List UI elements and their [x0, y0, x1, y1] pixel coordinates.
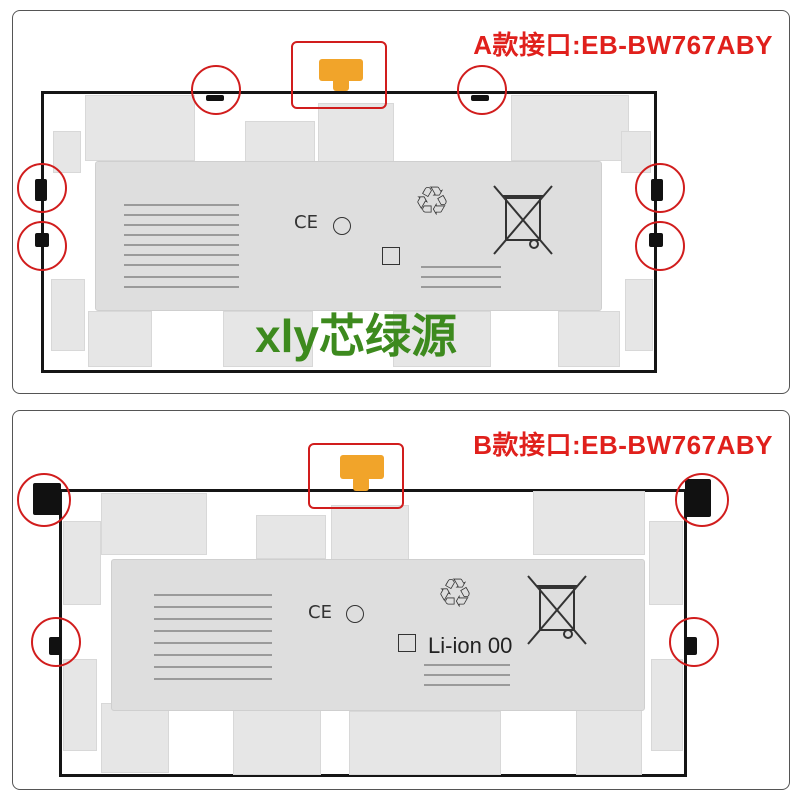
clip-highlight	[635, 163, 685, 213]
bottom-rail	[59, 774, 687, 777]
clip-highlight	[17, 163, 67, 213]
crossed-bin-icon	[527, 575, 587, 645]
pad	[256, 515, 326, 559]
panel-a-title: A款接口:EB-BW767ABY	[473, 30, 773, 60]
bottom-rail	[41, 370, 657, 373]
pad	[649, 521, 683, 605]
flex-cable	[353, 477, 369, 491]
clip-highlight	[17, 473, 71, 527]
pad	[245, 121, 315, 163]
watermark: xly芯绿源	[255, 310, 457, 362]
pad	[85, 95, 195, 161]
pad	[233, 707, 321, 775]
pad	[331, 505, 409, 563]
battery-panel-a: A款接口:EB-BW767ABY CE ♲	[12, 10, 790, 394]
panel-b-title: B款接口:EB-BW767ABY	[473, 430, 773, 460]
recycle-icon: ♲	[414, 179, 450, 225]
pad	[63, 659, 97, 751]
top-rail	[59, 489, 687, 492]
battery-label: CE Li-ion 00 ♲	[111, 559, 645, 711]
pad	[63, 521, 101, 605]
clip-highlight	[191, 65, 241, 115]
connector-highlight	[308, 443, 404, 509]
pad	[625, 279, 653, 351]
crossed-bin-icon	[493, 185, 553, 255]
clip-highlight	[635, 221, 685, 271]
clip-highlight	[457, 65, 507, 115]
certification-mark-icon	[398, 634, 416, 652]
battery-panel-b: B款接口:EB-BW767ABY CE Li-ion 00 ♲	[12, 410, 790, 790]
clip-highlight	[31, 617, 81, 667]
flex-connector-icon	[340, 455, 384, 479]
battery-label: CE ♲	[95, 161, 602, 311]
pad	[651, 659, 683, 751]
pad	[51, 279, 85, 351]
pad	[101, 703, 169, 773]
pad	[318, 103, 394, 165]
recycle-icon: ♲	[437, 571, 473, 617]
li-ion-label: Li-ion 00	[428, 633, 513, 658]
kc-mark-icon	[346, 605, 364, 623]
pad	[88, 311, 152, 367]
connector-highlight	[291, 41, 387, 109]
pad	[576, 703, 642, 775]
pad	[511, 95, 629, 161]
pad	[223, 311, 313, 367]
kc-mark-icon	[333, 217, 351, 235]
flex-connector-icon	[319, 59, 363, 81]
clip-highlight	[675, 473, 729, 527]
ce-mark-icon: CE	[308, 602, 332, 623]
pad	[533, 491, 645, 555]
pad	[393, 311, 491, 367]
clip-highlight	[669, 617, 719, 667]
top-rail	[41, 91, 657, 94]
certification-mark-icon	[382, 247, 400, 265]
ce-mark-icon: CE	[294, 212, 318, 233]
flex-cable	[333, 77, 349, 91]
pad	[101, 493, 207, 555]
clip-highlight	[17, 221, 67, 271]
pad	[349, 711, 501, 775]
pad	[558, 311, 620, 367]
pad	[53, 131, 81, 173]
